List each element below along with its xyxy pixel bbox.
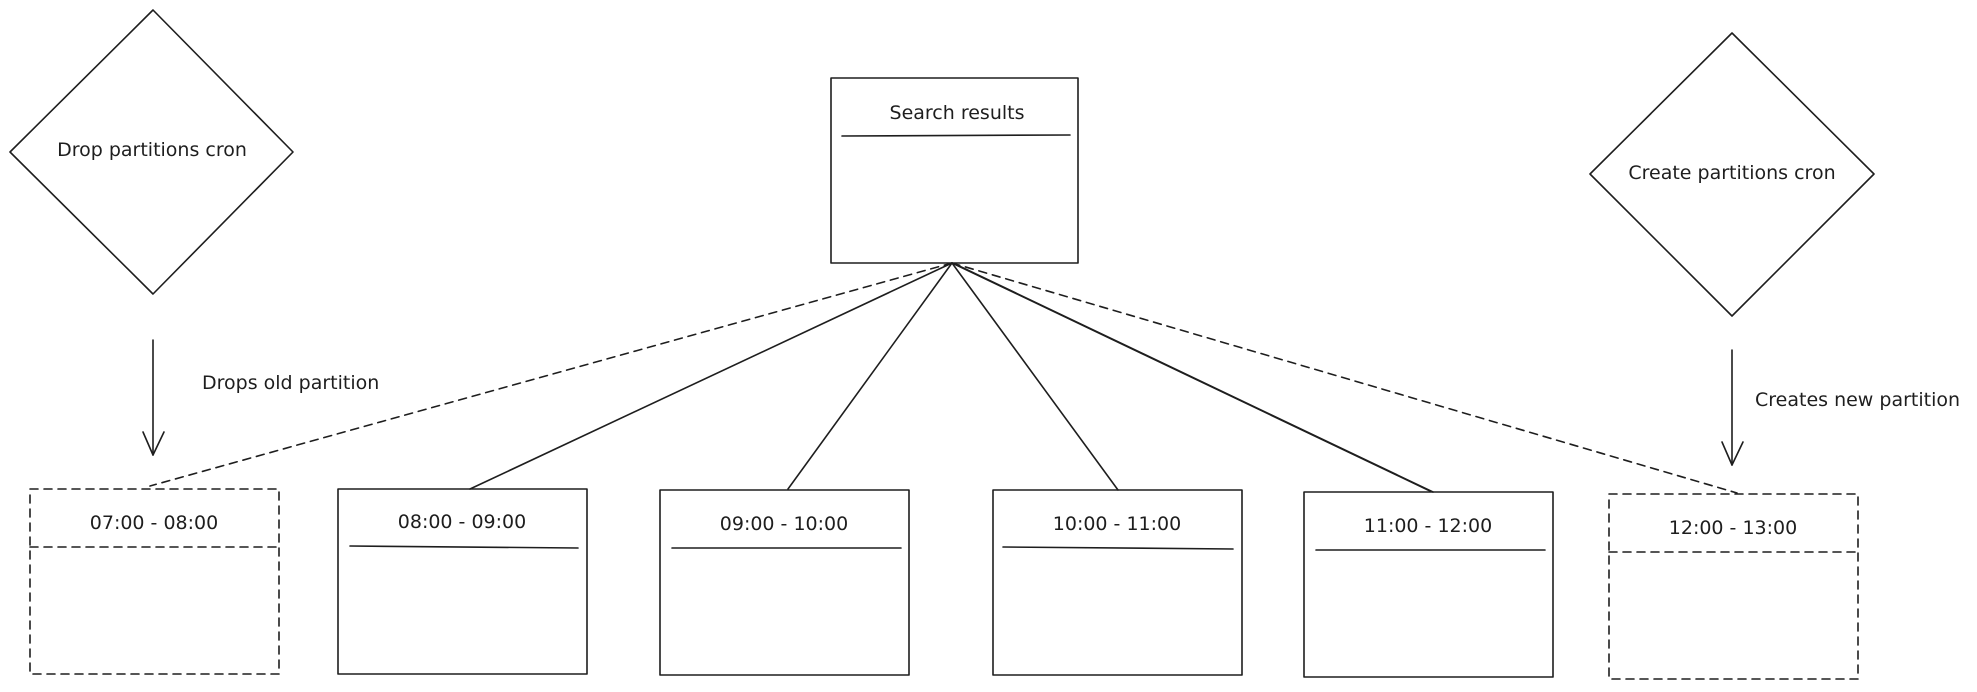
drop-cron-label: Drop partitions cron [57, 139, 247, 161]
partition-frame [992, 489, 1243, 676]
search-results-divider [841, 134, 1071, 137]
search-results-box: Search results [830, 77, 1079, 264]
partition-frame [337, 488, 588, 675]
create-arrow-label: Creates new partition [1755, 389, 1960, 411]
create-arrow-head [1721, 441, 1744, 466]
create-cron-shape [1589, 32, 1875, 317]
partition-label: 09:00 - 10:00 [720, 513, 848, 535]
partition-divider [1002, 546, 1234, 550]
partition-07-08: 07:00 - 08:00 [29, 488, 280, 675]
create-cron-label: Create partitions cron [1628, 162, 1835, 184]
drop-cron-shape [9, 9, 294, 295]
partition-frame [1303, 491, 1554, 678]
connector-12-13 [951, 262, 1738, 494]
search-results-title: Search results [890, 102, 1025, 124]
partition-label: 08:00 - 09:00 [398, 511, 526, 533]
partition-08-09: 08:00 - 09:00 [337, 488, 588, 675]
connector-07-08 [149, 262, 953, 487]
partition-frame [29, 488, 280, 675]
connector-08-09 [469, 262, 953, 490]
partition-09-10: 09:00 - 10:00 [659, 489, 910, 676]
partition-12-13: 12:00 - 13:00 [1608, 493, 1859, 680]
partition-label: 07:00 - 08:00 [90, 512, 218, 534]
connector-11-12-double [954, 263, 1434, 493]
create-cron-diamond: Create partitions cron [1589, 32, 1875, 317]
partition-frame [1608, 493, 1859, 680]
partition-10-11: 10:00 - 11:00 [992, 489, 1243, 676]
partition-label: 11:00 - 12:00 [1364, 515, 1492, 537]
drop-arrow-head [142, 431, 165, 456]
partition-divider [349, 545, 579, 549]
partition-label: 12:00 - 13:00 [1669, 517, 1797, 539]
connector-10-11 [951, 262, 1119, 491]
partition-11-12: 11:00 - 12:00 [1303, 491, 1554, 678]
drop-cron-diamond: Drop partitions cron [9, 9, 294, 295]
connectors [149, 262, 1738, 494]
drop-arrow: Drops old partition [142, 339, 379, 456]
partition-label: 10:00 - 11:00 [1053, 513, 1181, 535]
create-arrow: Creates new partition [1721, 349, 1960, 466]
drop-arrow-label: Drops old partition [202, 372, 379, 394]
partition-frame [659, 489, 910, 676]
search-results-frame [830, 77, 1079, 264]
connector-09-10 [787, 262, 953, 490]
